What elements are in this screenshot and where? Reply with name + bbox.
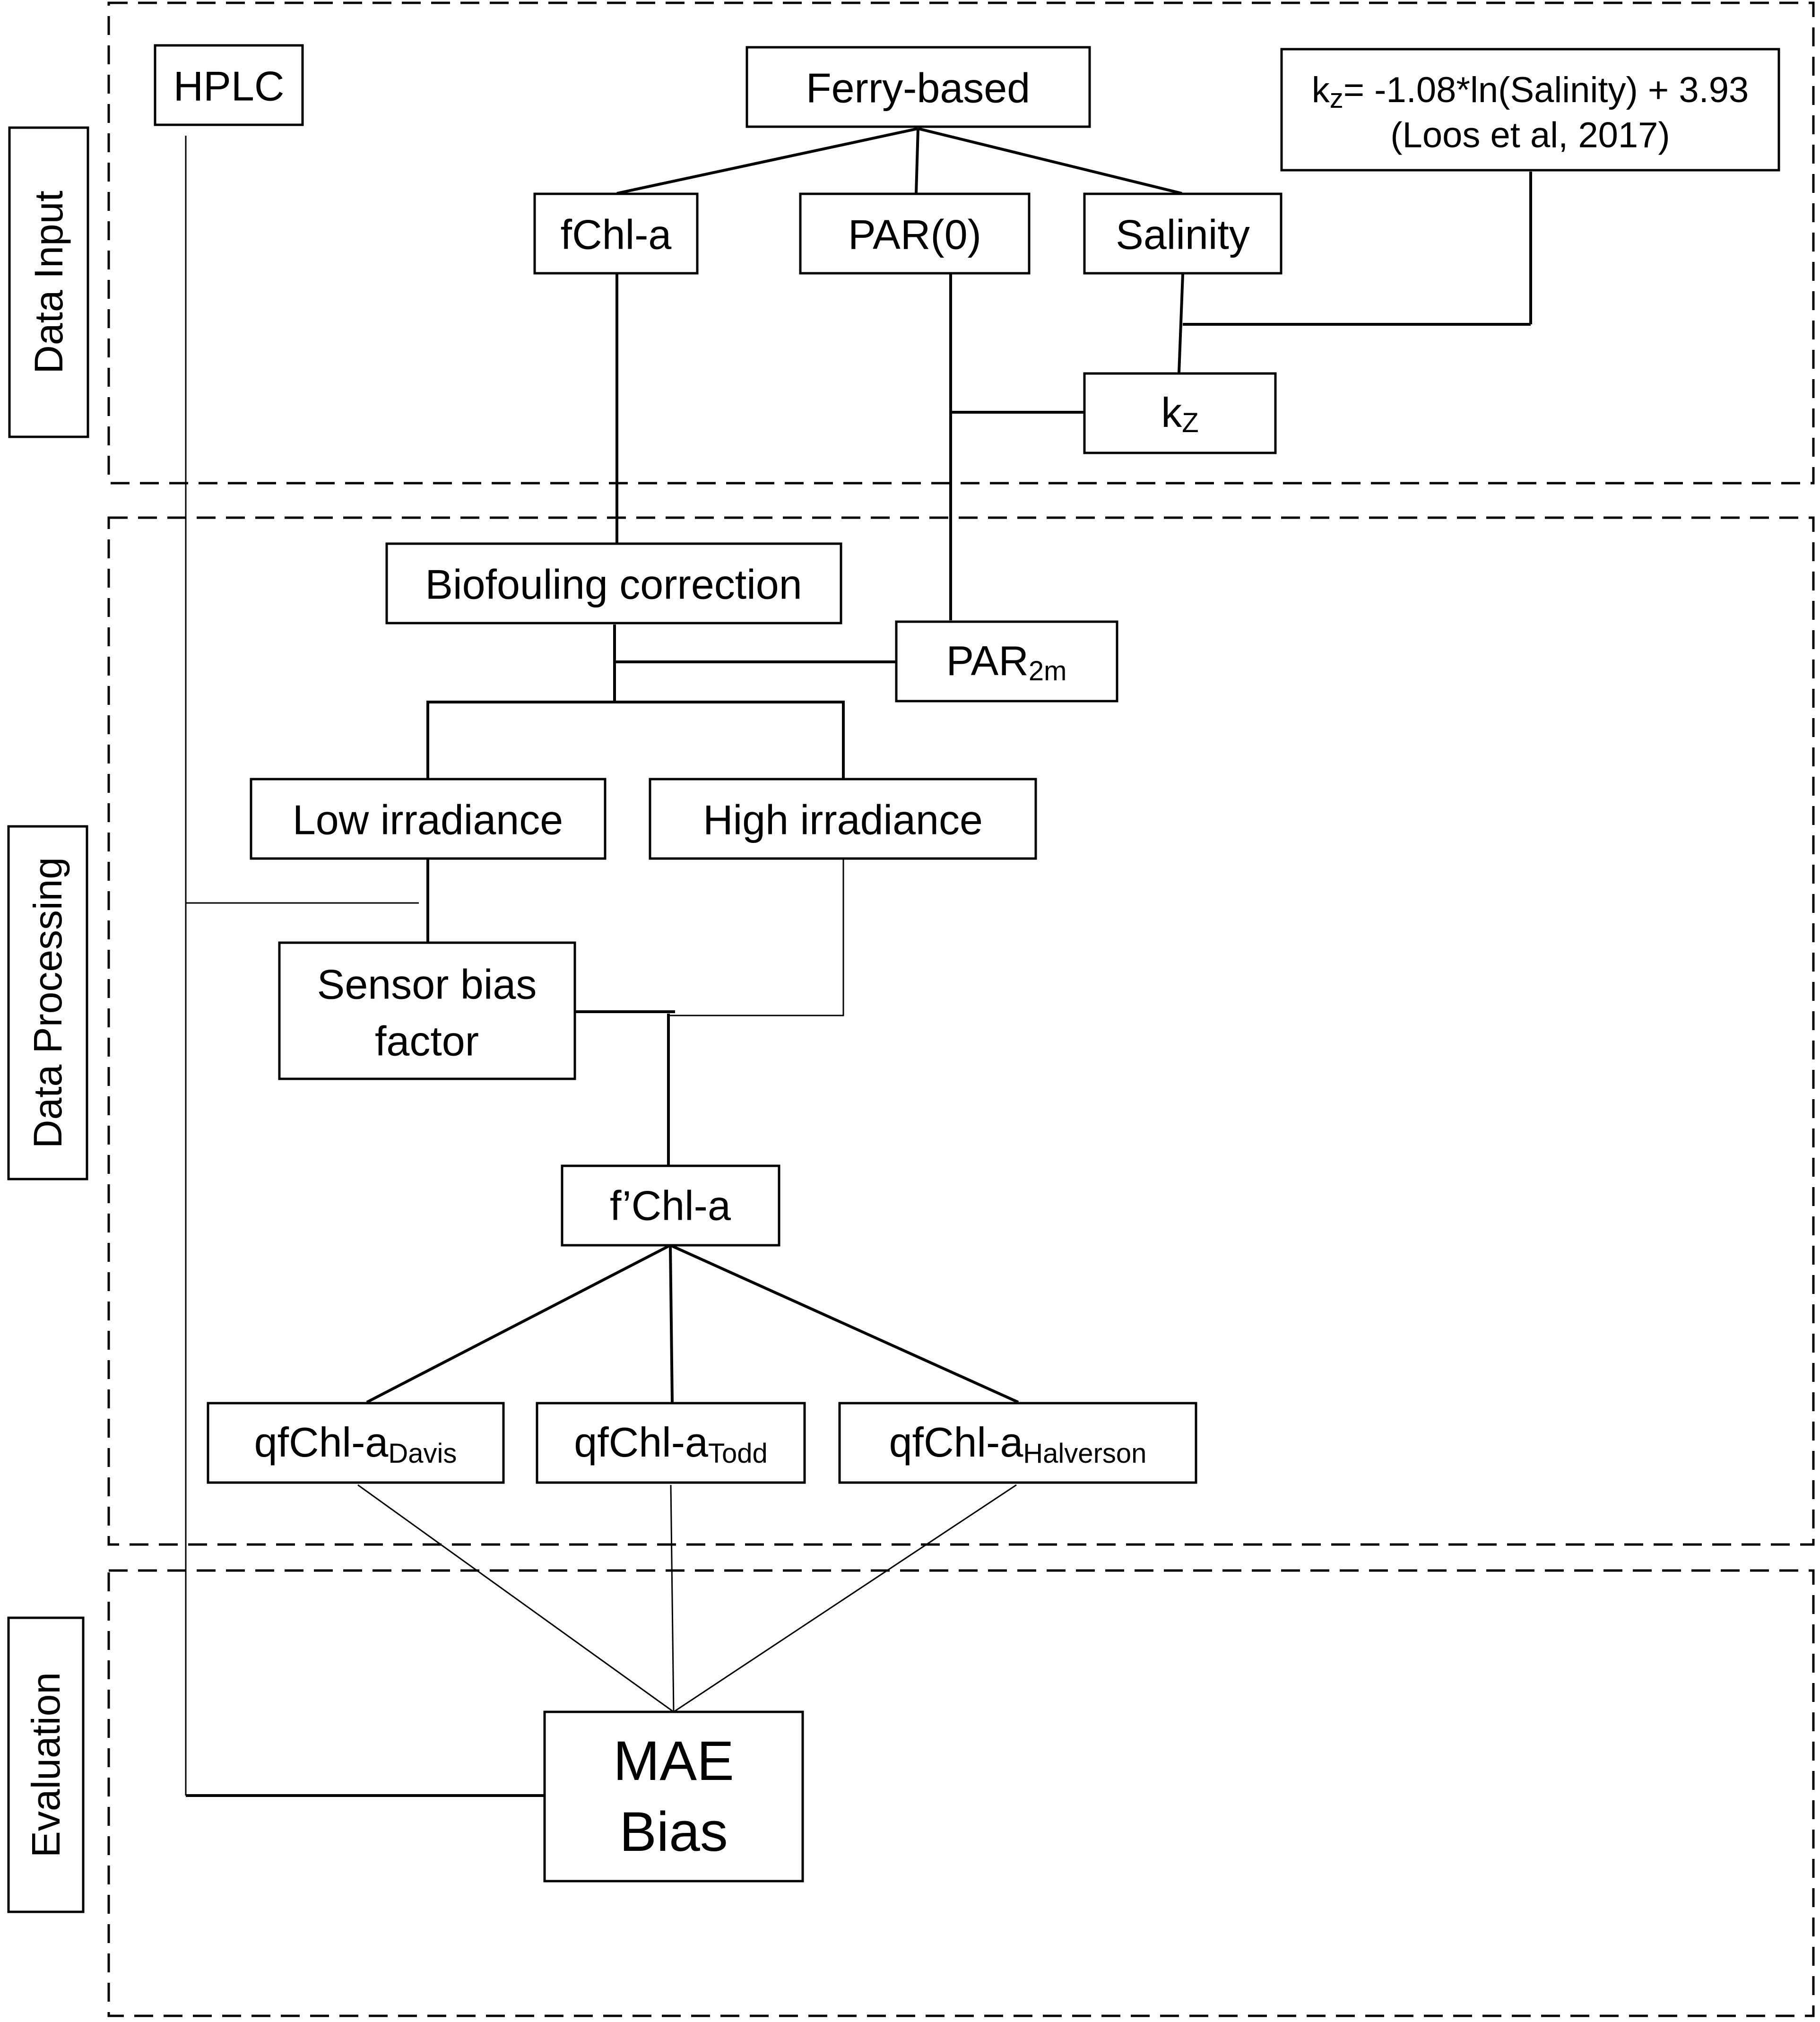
node-sensor-bias-line1: Sensor bias: [317, 961, 537, 1008]
section-data-input-frame: [107, 1, 1815, 485]
connector-q-halverson-to-mae: [673, 1484, 1017, 1713]
node-par0: PAR(0): [848, 211, 981, 258]
par2m-sub: 2m: [1029, 656, 1067, 686]
node-par2m-box: [895, 620, 1118, 703]
arrow-ferry-to-fchl: [616, 127, 919, 195]
formula-rest: = -1.08*ln(Salinity) + 3.93: [1343, 70, 1749, 110]
side-label-data-processing: Data Processing: [26, 857, 70, 1148]
node-fprime: f’Chl-a: [610, 1182, 731, 1229]
node-q-todd: qfChl-aTodd: [574, 1419, 767, 1469]
node-bias: Bias: [619, 1801, 728, 1863]
node-mae-bias-box: [543, 1710, 804, 1883]
node-q-halverson: qfChl-aHalverson: [889, 1419, 1147, 1469]
q-halverson-main: qfChl-a: [889, 1419, 1023, 1466]
kz-main: k: [1161, 389, 1182, 436]
kz-sub: Z: [1182, 408, 1198, 438]
arrow-fprime-to-q-davis: [366, 1244, 671, 1404]
node-formula-box: [1280, 48, 1780, 172]
arrow-salinity-to-kz: [1178, 274, 1184, 373]
node-kz-box: [1083, 372, 1277, 454]
node-q-halverson-box: [838, 1402, 1197, 1484]
section-data-processing-frame: [107, 516, 1815, 1546]
q-davis-main: qfChl-a: [254, 1419, 389, 1466]
arrow-ferry-to-par0: [915, 128, 919, 194]
q-todd-sub: Todd: [708, 1438, 768, 1469]
node-kz: kZ: [1161, 389, 1198, 438]
arrow-ferry-to-salinity: [918, 127, 1182, 195]
node-hplc-box: [154, 44, 304, 126]
node-ferry: Ferry-based: [806, 65, 1030, 112]
q-davis-sub: Davis: [388, 1438, 457, 1469]
node-q-davis-box: [207, 1402, 505, 1484]
node-salinity-box: [1083, 192, 1283, 275]
node-fchl-box: [533, 192, 699, 275]
node-par0-box: [799, 192, 1031, 275]
node-q-davis: qfChl-aDavis: [254, 1419, 457, 1469]
node-sensor-bias-box: [278, 941, 576, 1080]
formula-k-sub: z: [1330, 83, 1343, 114]
q-todd-main: qfChl-a: [574, 1419, 708, 1466]
connector-q-todd-to-mae: [670, 1484, 675, 1712]
connector-q-davis-to-mae: [357, 1484, 674, 1713]
arrow-fprime-to-q-halverson: [669, 1244, 1019, 1404]
side-label-data-processing-box: [7, 825, 88, 1180]
node-formula-reference: (Loos et al, 2017): [1390, 115, 1670, 156]
node-high-irradiance-box: [649, 778, 1037, 860]
node-par2m: PAR2m: [946, 637, 1067, 686]
node-sensor-bias-line2: factor: [375, 1018, 479, 1065]
node-ferry-box: [745, 46, 1091, 128]
node-formula-line1: kz= -1.08*ln(Salinity) + 3.93: [1312, 70, 1749, 114]
side-label-evaluation-box: [7, 1616, 85, 1913]
arrow-fprime-to-q-todd: [669, 1245, 674, 1403]
side-label-data-input-box: [8, 126, 89, 438]
arrow-split-to-high-irradiance: [615, 701, 845, 779]
node-low-irradiance: Low irradiance: [293, 797, 563, 843]
node-low-irradiance-box: [250, 778, 607, 860]
node-high-irradiance: High irradiance: [703, 797, 983, 843]
node-biofouling-box: [385, 542, 842, 625]
formula-k: k: [1312, 70, 1330, 110]
node-hplc: HPLC: [173, 63, 285, 110]
node-fchl: fChl-a: [561, 211, 672, 258]
q-halverson-sub: Halverson: [1023, 1438, 1146, 1469]
arrow-split-to-low-irradiance: [426, 701, 615, 779]
side-label-evaluation: Evaluation: [24, 1672, 68, 1857]
node-biofouling: Biofouling correction: [425, 561, 802, 608]
node-mae: MAE: [613, 1730, 734, 1792]
section-evaluation-frame: [107, 1569, 1815, 2017]
connector-high-irradiance-down: [668, 858, 844, 1016]
par2m-main: PAR: [946, 637, 1029, 684]
node-q-todd-box: [536, 1402, 806, 1484]
node-fprime-box: [561, 1164, 780, 1247]
side-label-data-input: Data Input: [26, 191, 71, 374]
node-salinity: Salinity: [1116, 211, 1250, 258]
